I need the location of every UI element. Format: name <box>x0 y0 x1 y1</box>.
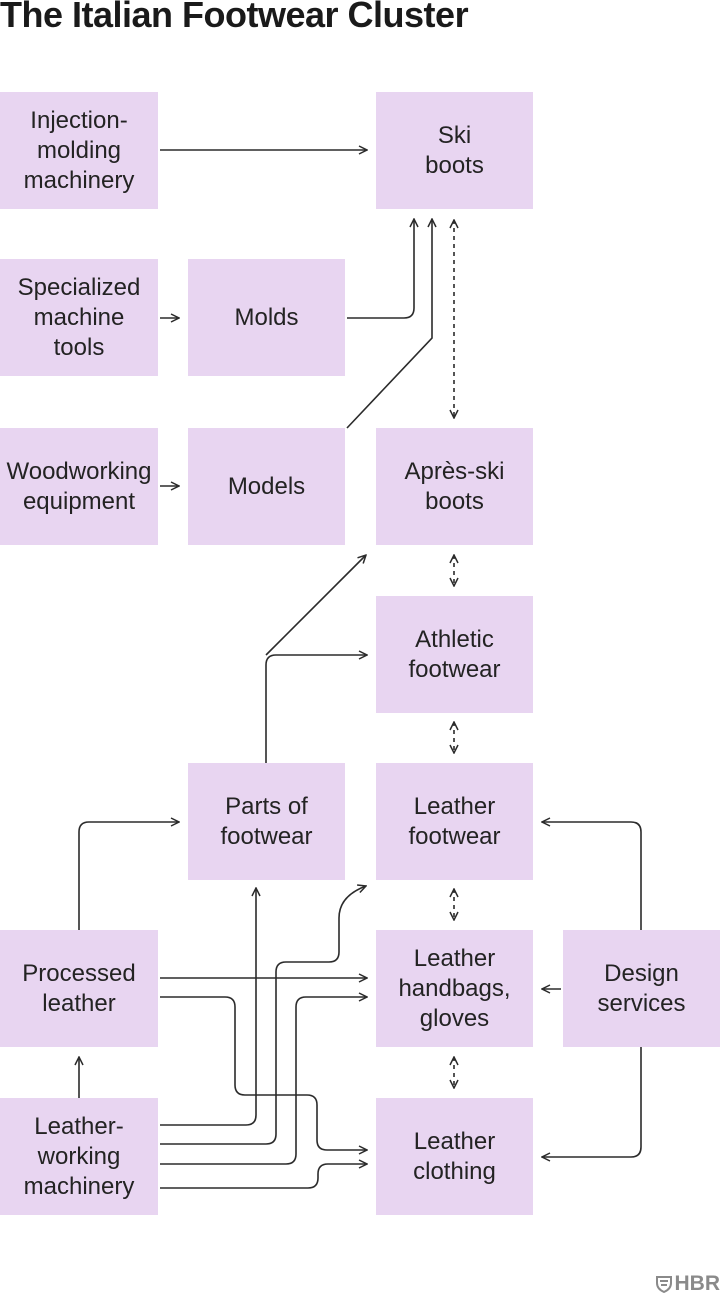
arrow-lwmach-to-leather-footwear <box>160 886 366 1144</box>
arrow-design-to-clothing <box>542 1047 641 1157</box>
hbr-logo: HBR <box>656 1272 720 1296</box>
arrow-parts-to-athletic <box>266 655 367 763</box>
arrow-parts-to-apres <box>266 555 366 655</box>
arrow-lwmach-to-parts <box>160 888 256 1125</box>
arrow-processed-to-parts <box>79 822 179 930</box>
arrow-lwmach-to-clothing <box>160 1164 367 1188</box>
arrow-molds-to-ski <box>347 219 414 318</box>
arrow-models-to-ski <box>347 219 432 428</box>
arrow-design-to-leather-footwear <box>542 822 641 930</box>
arrow-processed-to-clothing <box>160 997 367 1150</box>
shield-icon <box>656 1275 672 1293</box>
arrow-lwmach-to-handbags <box>160 997 367 1164</box>
hbr-logo-text: HBR <box>675 1272 720 1296</box>
